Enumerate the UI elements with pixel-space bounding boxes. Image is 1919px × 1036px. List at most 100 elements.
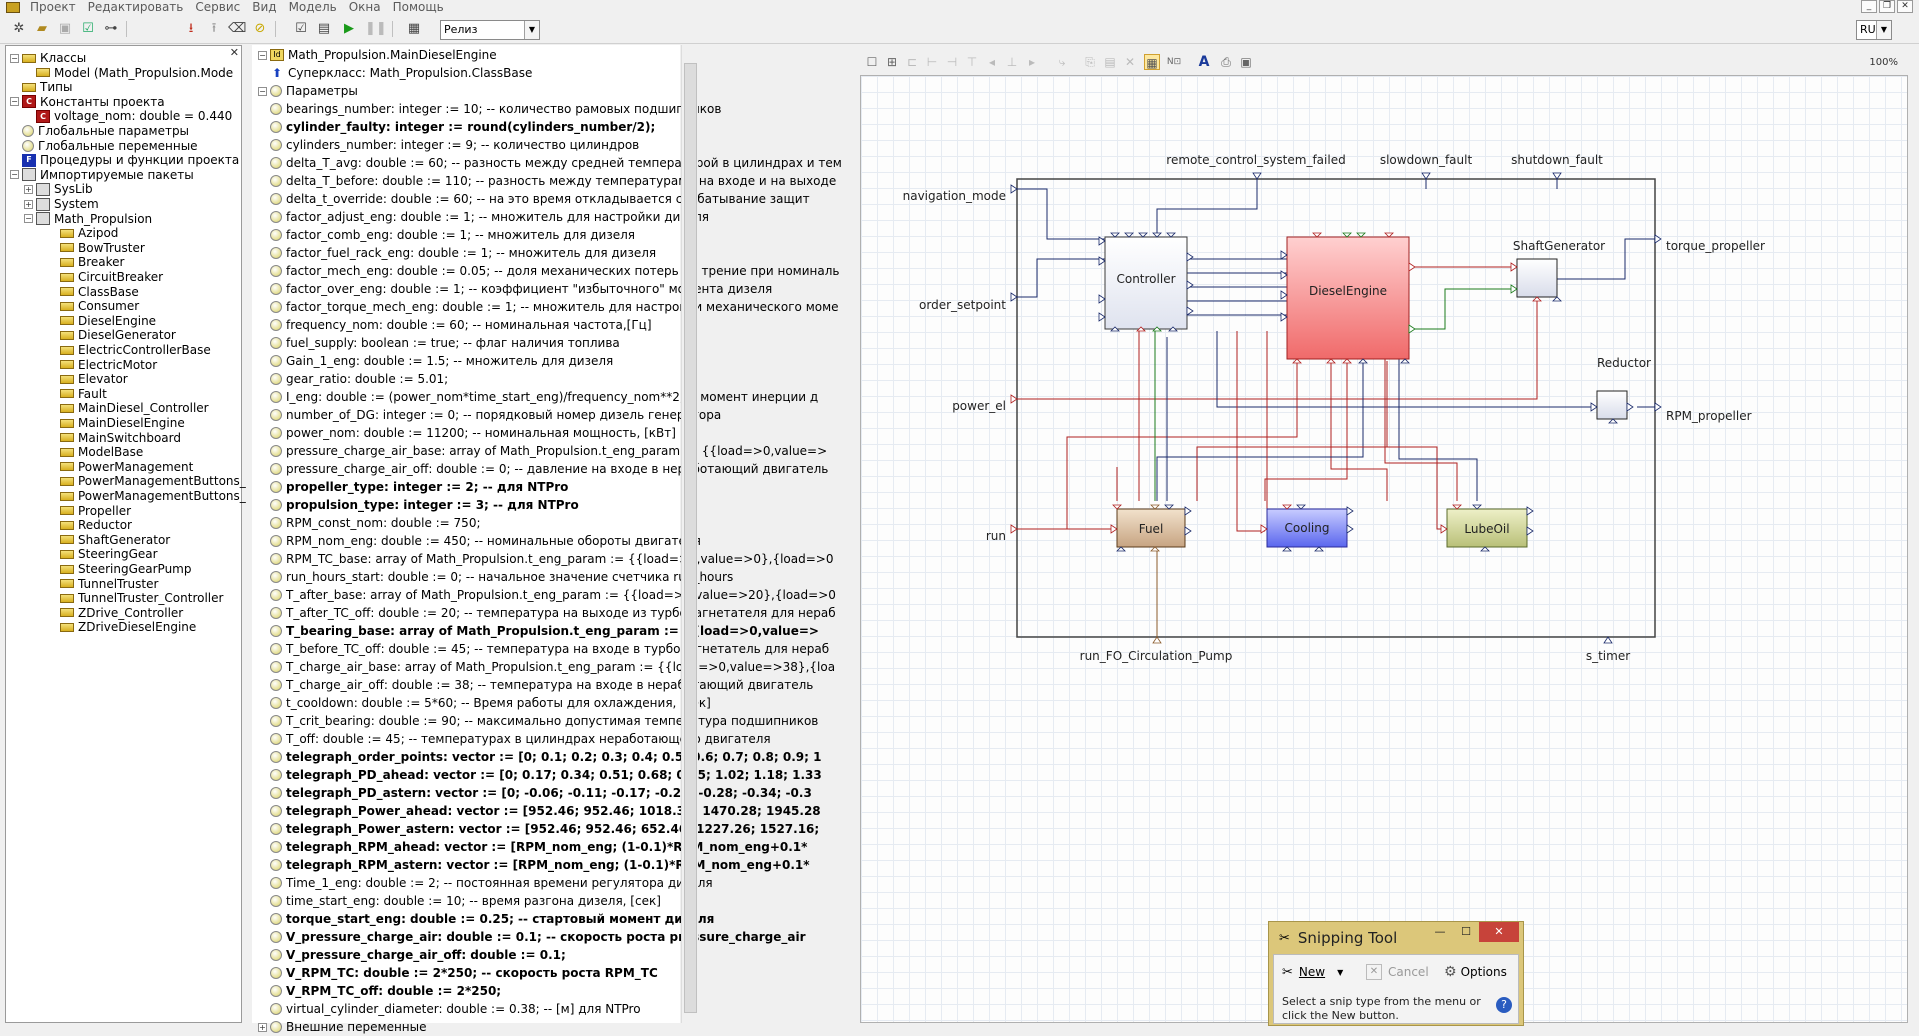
param-row[interactable]: I_eng: double := (power_nom*time_start_e… (270, 388, 818, 406)
tree-item[interactable]: Model (Math_Propulsion.Mode (24, 64, 233, 82)
open-folder-icon[interactable]: ▰ (37, 21, 47, 36)
tree-item[interactable]: Глобальные параметры (10, 122, 189, 140)
param-row[interactable]: telegraph_RPM_ahead: vector := [RPM_nom_… (270, 838, 807, 856)
pause-icon[interactable]: ❚❚ (365, 21, 387, 36)
collapse-icon[interactable]: − (10, 97, 19, 107)
tree-item[interactable]: +System (24, 195, 99, 213)
param-row[interactable]: T_after_base: array of Math_Propulsion.t… (270, 586, 836, 604)
param-row[interactable]: V_pressure_charge_air: double := 0.1; --… (270, 928, 806, 946)
param-row[interactable]: propulsion_type: integer := 3; -- для NT… (270, 496, 579, 514)
chevron-down-icon[interactable]: ▼ (1337, 967, 1344, 977)
run-icon[interactable]: ▶ (344, 21, 354, 36)
tree-item[interactable]: ElectricMotor (48, 356, 157, 374)
param-row[interactable]: T_crit_bearing: double := 90; -- максима… (270, 712, 818, 730)
param-row[interactable]: cylinders_number: integer := 9; -- колич… (270, 136, 639, 154)
close-button[interactable]: ✕ (1897, 0, 1913, 13)
menu-help[interactable]: Помощь (392, 0, 444, 14)
delete-icon[interactable]: ✕ (1124, 55, 1136, 69)
collapse-icon[interactable]: − (24, 214, 33, 224)
paste-icon[interactable]: ▤ (1104, 55, 1116, 69)
expand-icon[interactable]: + (24, 184, 33, 194)
disable-icon[interactable]: ⊘ (254, 21, 266, 36)
collapse-icon[interactable]: − (258, 86, 267, 96)
font-icon[interactable]: A (1198, 54, 1210, 70)
tree-item[interactable]: MainDiesel_Controller (48, 399, 209, 417)
tree-item[interactable]: ModelBase (48, 443, 143, 461)
param-row[interactable]: Gain_1_eng: double := 1.5; -- множитель … (270, 352, 613, 370)
param-row[interactable]: delta_t_override: double := 60; -- на эт… (270, 190, 810, 208)
grid-blocks-icon[interactable]: ⊞ (886, 55, 898, 69)
menu-windows[interactable]: Окна (348, 0, 381, 14)
param-row[interactable]: factor_torque_mech_eng: double := 1; -- … (270, 298, 839, 316)
param-row[interactable]: T_bearing_base: array of Math_Propulsion… (270, 622, 819, 640)
param-row[interactable]: propeller_type: integer := 2; -- для NTP… (270, 478, 568, 496)
expand-icon[interactable]: + (24, 199, 33, 209)
menu-project[interactable]: Проект (30, 0, 76, 14)
print-icon[interactable]: ⎙ (1221, 55, 1231, 69)
param-row[interactable]: +Внешние переменные (258, 1018, 427, 1036)
param-row[interactable]: factor_over_eng: double := 1; -- коэффиц… (270, 280, 772, 298)
expand-icon[interactable]: + (258, 1022, 267, 1032)
tree-item[interactable]: ZDrive_Controller (48, 604, 183, 622)
menu-view[interactable]: Вид (252, 0, 277, 14)
menu-service[interactable]: Сервис (195, 0, 241, 14)
tree-item[interactable]: CircuitBreaker (48, 268, 163, 286)
align-right-icon[interactable]: ⊣ (946, 55, 958, 69)
grid-toggle-icon[interactable]: ▦ (1144, 54, 1160, 70)
tree-item[interactable]: TunnelTruster (48, 575, 158, 593)
params-group-row[interactable]: − Параметры (258, 82, 358, 100)
export-image-icon[interactable]: ▣ (1240, 55, 1252, 69)
copy-icon[interactable]: ⎘ (1085, 55, 1095, 69)
param-row[interactable]: factor_comb_eng: double := 1; -- множите… (270, 226, 635, 244)
connect-icon[interactable]: ⤷ (1058, 55, 1066, 69)
param-row[interactable]: torque_start_eng: double := 0.25; -- ста… (270, 910, 714, 928)
menu-edit[interactable]: Редактировать (87, 0, 184, 14)
tree-item[interactable]: ClassBase (48, 283, 139, 301)
tree-item[interactable]: −Импортируемые пакеты (10, 166, 194, 184)
param-row[interactable]: gear_ratio: double := 5.01; (270, 370, 448, 388)
tree-item[interactable]: Elevator (48, 370, 128, 388)
param-row[interactable]: T_after_TC_off: double := 20; -- темпера… (270, 604, 836, 622)
align-middle-icon[interactable]: ◂ (988, 55, 996, 69)
tree-item[interactable]: Propeller (48, 502, 131, 520)
tree-item[interactable]: Azipod (48, 224, 118, 242)
tree-item[interactable]: SteeringGearPump (48, 560, 191, 578)
snip-new-button[interactable]: ✂ New ▼ (1282, 961, 1343, 983)
align-center-icon[interactable]: ⊢ (926, 55, 938, 69)
minimize-button[interactable]: _ (1861, 0, 1877, 13)
align-top-icon[interactable]: ⊤ (966, 55, 978, 69)
collapse-icon[interactable]: − (10, 53, 19, 63)
params-scrollbar[interactable] (681, 45, 698, 1023)
param-row[interactable]: telegraph_PD_ahead: vector := [0; 0.17; … (270, 766, 822, 784)
distribute-icon[interactable]: ▸ (1028, 55, 1036, 69)
tree-item[interactable]: PowerManagementButtons_ (48, 487, 246, 505)
tree-item[interactable]: SteeringGear (48, 545, 158, 563)
checklist-icon[interactable]: ☑ (82, 21, 94, 36)
snip-minimize-button[interactable]: — (1434, 925, 1446, 938)
tree-item[interactable]: ZDriveDieselEngine (48, 618, 196, 636)
build-icon[interactable]: ▤ (317, 21, 331, 36)
eraser-icon[interactable]: ⌫ (228, 21, 247, 36)
superclass-row[interactable]: ⬆ Суперкласс: Math_Propulsion.ClassBase (270, 64, 532, 82)
param-row[interactable]: V_pressure_charge_air_off: double := 0.1… (270, 946, 566, 964)
import-icon[interactable]: ⭳ (188, 21, 194, 36)
param-row[interactable]: time_start_eng: double := 10; -- время р… (270, 892, 661, 910)
diagram-canvas[interactable]: Controller DieselEngine ShaftGenerator R… (860, 75, 1908, 1023)
param-row[interactable]: pressure_charge_air_base: array of Math_… (270, 442, 827, 460)
tree-item[interactable]: Fault (48, 385, 107, 403)
tree-item[interactable]: DieselEngine (48, 312, 156, 330)
menu-model[interactable]: Модель (288, 0, 337, 14)
export-icon[interactable]: ⭱ (211, 21, 217, 36)
restore-button[interactable]: ❐ (1879, 0, 1895, 13)
param-row[interactable]: factor_mech_eng: double := 0.05; -- доля… (270, 262, 839, 280)
param-row[interactable]: Time_1_eng: double := 2; -- постоянная в… (270, 874, 713, 892)
check-icon[interactable]: ☑ (295, 21, 307, 36)
tree-item[interactable]: Breaker (48, 253, 124, 271)
tree-item[interactable]: MainSwitchboard (48, 429, 181, 447)
param-row[interactable]: factor_fuel_rack_eng: double := 1; -- мн… (270, 244, 656, 262)
param-row[interactable]: telegraph_RPM_astern: vector := [RPM_nom… (270, 856, 810, 874)
scrollbar-thumb[interactable] (684, 63, 697, 1013)
save-icon[interactable]: ▣ (58, 21, 72, 36)
